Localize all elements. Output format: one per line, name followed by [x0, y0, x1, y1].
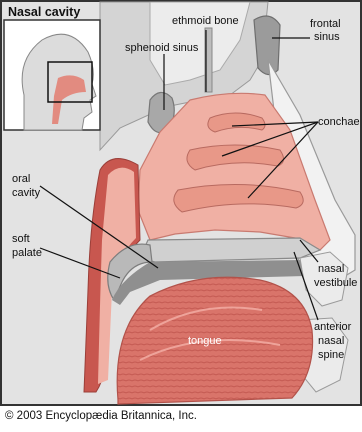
- label-nasal-vestibule-2: vestibule: [314, 277, 357, 289]
- diagram-title: Nasal cavity: [8, 5, 80, 19]
- label-anterior-nasal-spine-2: nasal: [318, 335, 344, 347]
- frontal-sinus: [254, 16, 280, 75]
- label-soft-palate-2: palate: [12, 247, 42, 259]
- label-anterior-nasal-spine-3: spine: [318, 349, 344, 361]
- label-ethmoid-bone: ethmoid bone: [172, 15, 239, 27]
- label-frontal-sinus-1: frontal: [310, 18, 341, 30]
- copyright-notice: © 2003 Encyclopædia Britannica, Inc.: [5, 410, 197, 422]
- label-conchae: conchae: [318, 116, 360, 128]
- label-nasal-vestibule-1: nasal: [318, 263, 344, 275]
- label-oral-cavity-2: cavity: [12, 187, 41, 199]
- label-anterior-nasal-spine-1: anterior: [314, 321, 352, 333]
- label-soft-palate-1: soft: [12, 233, 30, 245]
- hard-palate: [140, 238, 320, 262]
- label-sphenoid-sinus: sphenoid sinus: [125, 42, 199, 54]
- label-oral-cavity-1: oral: [12, 173, 30, 185]
- label-frontal-sinus-2: sinus: [314, 31, 340, 43]
- label-tongue: tongue: [188, 335, 222, 347]
